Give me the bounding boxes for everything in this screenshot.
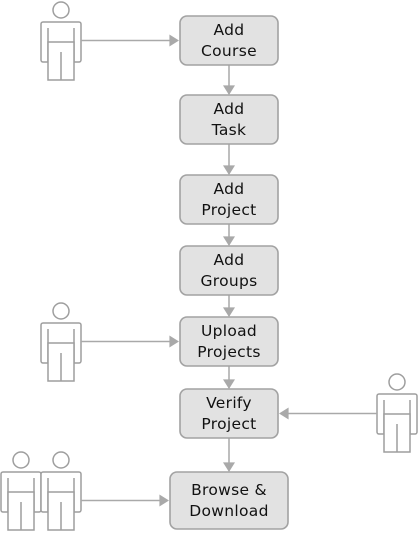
step-label-line: Project: [201, 415, 256, 433]
flow-connectors: [223, 65, 235, 472]
user-figure-icon: [40, 1, 82, 81]
user-figure-icon: [40, 451, 82, 531]
step-label-line: Upload: [201, 322, 257, 340]
arrowhead-add-course-to-add-task: [223, 85, 235, 95]
actor-verifier: [279, 373, 418, 453]
arrowhead-add-groups-to-upload-projects: [223, 307, 235, 317]
step-browse-download: Browse & Download: [169, 471, 289, 530]
step-label-line: Add: [214, 21, 245, 39]
process-steps: AddCourseAddTaskAddProjectAddGroupsUploa…: [169, 15, 289, 530]
actor-verifier-arrowhead: [279, 407, 289, 420]
step-label-line: Browse &: [191, 481, 267, 499]
step-label-line: Task: [211, 121, 247, 139]
step-label-line: Projects: [197, 343, 261, 361]
actor-browsers-arrowhead: [159, 494, 169, 507]
arrowhead-add-project-to-add-groups: [223, 236, 235, 246]
user-figure-icon: [0, 451, 42, 531]
arrowhead-upload-projects-to-verify-project: [223, 379, 235, 389]
actor-browsers: [0, 451, 169, 531]
actor-course-creator: [40, 1, 179, 81]
step-label-line: Add: [214, 180, 245, 198]
step-label-line: Add: [214, 100, 245, 118]
step-box: [179, 15, 279, 66]
actor-uploader-arrowhead: [169, 335, 179, 348]
user-figure-icon: [376, 373, 418, 453]
step-box: [179, 174, 279, 225]
step-label-line: Groups: [200, 272, 257, 290]
arrowhead-verify-project-to-browse-download: [223, 462, 235, 472]
step-label-line: Course: [201, 42, 257, 60]
step-label-line: Verify: [206, 394, 252, 412]
actor-course-creator-arrowhead: [169, 34, 179, 47]
user-figure-icon: [40, 302, 82, 382]
arrowhead-add-task-to-add-project: [223, 165, 235, 175]
step-box: [179, 94, 279, 145]
step-label-line: Download: [189, 502, 268, 520]
step-box: [179, 316, 279, 367]
step-box: [179, 388, 279, 439]
step-label-line: Add: [214, 251, 245, 269]
step-label-line: Project: [201, 201, 256, 219]
actor-uploader: [40, 302, 179, 382]
step-box: [169, 471, 289, 530]
step-box: [179, 245, 279, 296]
